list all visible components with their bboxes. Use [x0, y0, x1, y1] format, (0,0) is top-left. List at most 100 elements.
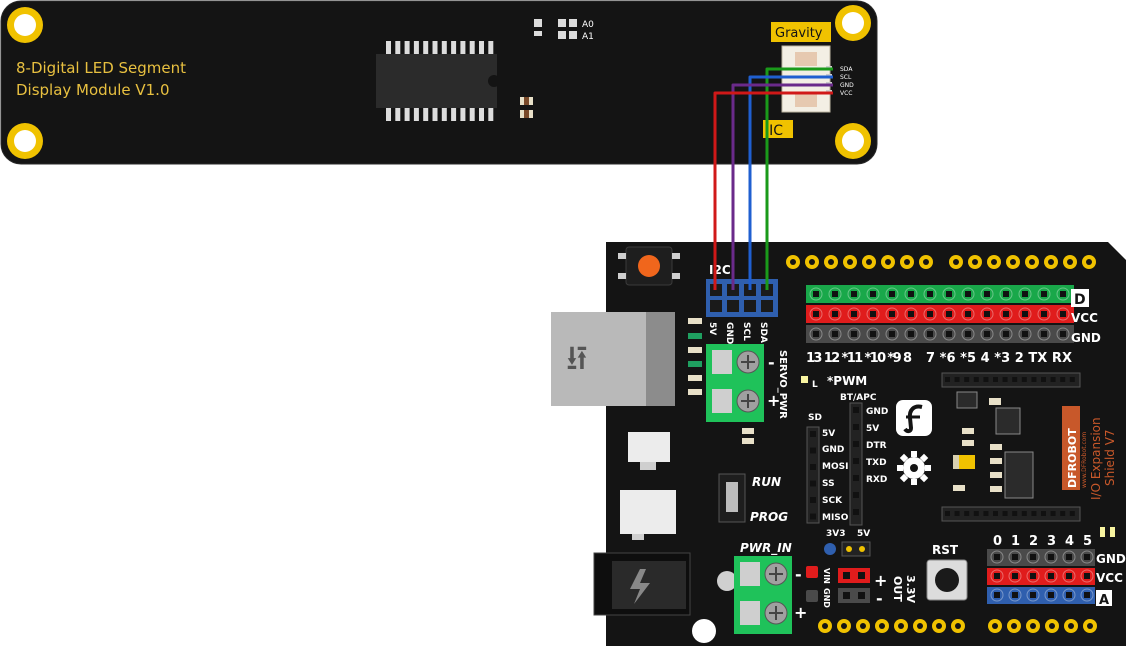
header-pad-hole [841, 623, 847, 629]
smd-resistors [688, 318, 702, 395]
analog-pin-hole [1048, 573, 1054, 579]
row-header-pin [1021, 377, 1027, 382]
header-pin-hole [927, 311, 933, 317]
analog-pin-hole [1012, 573, 1018, 579]
analog-pin-hole [1066, 592, 1072, 598]
header-pad-hole [1011, 623, 1017, 629]
digital-left-numbers: 13 12 *11 *10 *9 8 [806, 351, 912, 366]
analog-number: 2 [1029, 534, 1038, 549]
led-l-label: L [812, 380, 818, 390]
i2c-label: I2C [709, 263, 731, 277]
bt-header-pin [853, 509, 859, 515]
sd-header-pin [810, 480, 816, 487]
iic-tag-text: IIC [765, 123, 783, 139]
pwr-in-minus: - [795, 565, 802, 584]
header-pad-hole [822, 623, 828, 629]
bt-header-pin [853, 424, 859, 430]
mid-smd-parts [953, 391, 1034, 499]
header-pad-hole [866, 259, 872, 265]
analog-pin-hole [1012, 592, 1018, 598]
header-pin-hole [851, 331, 857, 337]
row-header-pin [1031, 511, 1037, 516]
i2c-pin-gnd: GND [724, 322, 734, 344]
pin-label-sda: SDA [840, 66, 853, 73]
url-vertical: www.DFRobot.com [1081, 432, 1088, 488]
header-pad-hole [879, 623, 885, 629]
row-header-pin [1041, 377, 1046, 382]
v5-label: 5V [857, 529, 870, 539]
analog-pin-hole [1012, 554, 1018, 560]
io-expansion-shield: ⭿ I2C 5V GND SCL SDA [551, 242, 1126, 646]
analog-number: 3 [1047, 534, 1056, 549]
row-header-pin [1050, 511, 1056, 516]
header-pin-hole [984, 331, 990, 337]
header-pin-hole [1041, 291, 1047, 297]
sd-pin-miso: MISO [822, 513, 849, 523]
header-pin-hole [1041, 311, 1047, 317]
vin-gnd-header [806, 566, 818, 602]
header-pad-hole [790, 259, 796, 265]
driver-chip [376, 41, 500, 121]
header-pin-hole [1060, 311, 1066, 317]
analog-pin-hole [1048, 554, 1054, 560]
header-pads-bottom-left [818, 619, 965, 633]
header-pad-hole [1049, 623, 1055, 629]
row-header-pin [973, 511, 979, 516]
pwr-in-plus: + [794, 603, 807, 622]
row-d-label-fg: D [1074, 292, 1086, 308]
bt-header-pin [853, 492, 859, 498]
gravity-tag-text: Gravity [775, 26, 823, 41]
analog-pin-hole [1084, 554, 1090, 560]
mounting-hole [835, 5, 871, 41]
sd-header-body [806, 426, 820, 524]
analog-vcc-label: VCC [1096, 571, 1123, 585]
header-row [920, 325, 1074, 343]
bt-pin-txd: TXD [866, 458, 887, 468]
header-pad-hole [1067, 259, 1073, 265]
chip-pin [413, 108, 419, 121]
row-gnd-label: GND [1071, 331, 1101, 345]
run-prog-switch [718, 473, 746, 523]
header-pin-hole [965, 311, 971, 317]
header-pin-hole [984, 291, 990, 297]
pin-label-vcc: VCC [840, 90, 852, 97]
chip-pin [395, 41, 401, 54]
power-bolt-icon [630, 569, 650, 604]
led-segment-module: 8-Digital LED Segment Display Module V1.… [0, 0, 878, 165]
chip-pin [460, 41, 466, 54]
pin-label-gnd: GND [840, 82, 854, 89]
row-header-pin [1021, 511, 1027, 516]
analog-pin-hole [1084, 592, 1090, 598]
row-header-pin [1002, 511, 1008, 516]
header-pad-hole [955, 623, 961, 629]
header-pin-hole [946, 331, 952, 337]
header-pad-hole [809, 259, 815, 265]
row-header-pin [993, 377, 998, 382]
chip-pin [386, 108, 391, 121]
header-pad-hole [991, 259, 997, 265]
header-pin-hole [1003, 331, 1009, 337]
header-pin-hole [1003, 291, 1009, 297]
voltage-regulators [620, 432, 676, 540]
icsp-row-headers [941, 372, 1081, 522]
header-pad-hole [1086, 259, 1092, 265]
iic-tag [763, 120, 793, 138]
row-d-box [1071, 289, 1089, 307]
header-pin-hole [965, 291, 971, 297]
row-header-pin [973, 377, 979, 382]
bt-pin-5v: 5V [866, 424, 879, 434]
row-header-pin [1002, 377, 1008, 382]
header-pin-hole [1060, 291, 1066, 297]
addr-a1-label: A1 [582, 32, 594, 42]
analog-pin-hole [994, 573, 1000, 579]
row-header-pin [964, 511, 970, 516]
sd-header [806, 426, 820, 524]
header-pin-hole [908, 311, 914, 317]
header-pads-top-left [786, 255, 933, 269]
wire-gnd [731, 83, 833, 290]
header-pin-hole [813, 331, 819, 337]
small-leds [1100, 527, 1115, 537]
brand-strip [1062, 406, 1080, 490]
header-pin-hole [870, 311, 876, 317]
analog-pin-hole [1066, 554, 1072, 560]
